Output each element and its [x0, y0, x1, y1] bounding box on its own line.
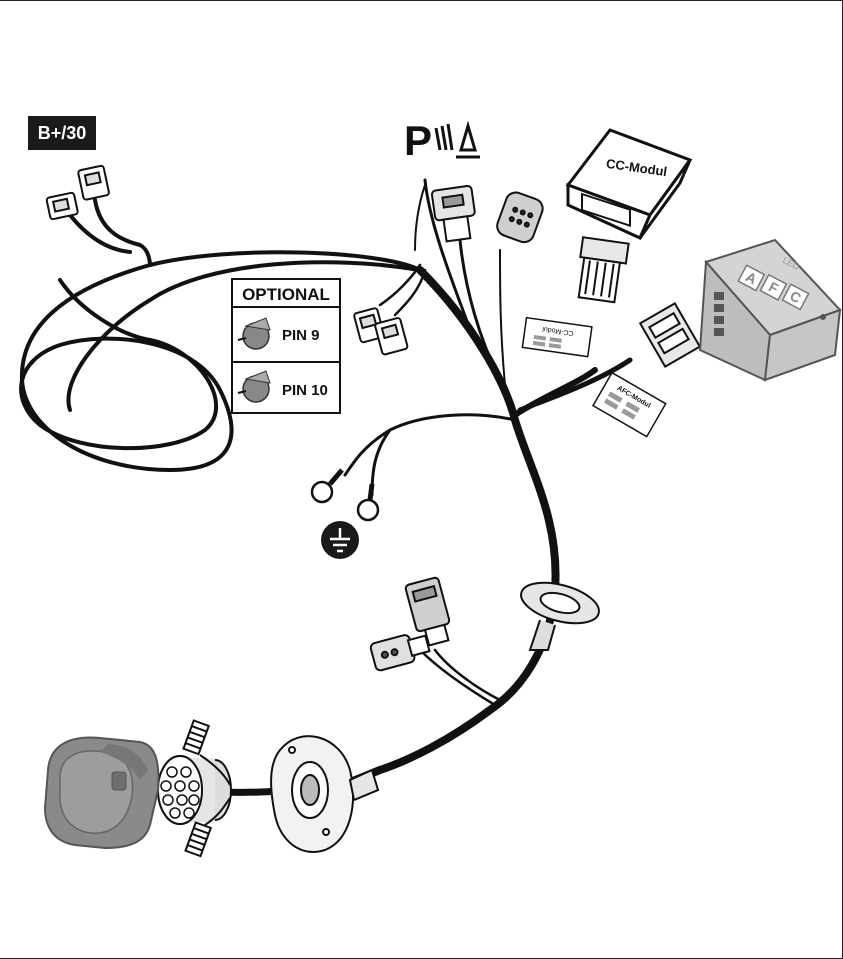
parking-sensor-icon: P	[404, 117, 480, 164]
cc-module-tag-text: CC-Modul	[542, 325, 575, 336]
optional-box: OPTIONAL PIN 9 PIN 10	[231, 278, 341, 414]
plug-insert	[157, 719, 232, 858]
pin10-label: PIN 10	[282, 382, 328, 399]
battery-cable-loops	[19, 198, 422, 473]
pin9-label: PIN 9	[282, 327, 320, 344]
cc-module: CC-Modul	[565, 128, 693, 241]
optional-pin-connectors	[353, 307, 409, 356]
battery-connectors	[45, 164, 110, 221]
optional-title: OPTIONAL	[242, 285, 330, 304]
afc-connector	[638, 301, 702, 369]
pin10-socket-icon	[237, 370, 271, 403]
cable-grommet	[520, 581, 600, 651]
battery-label-text: B+/30	[38, 123, 87, 143]
cc-connector	[577, 236, 630, 304]
afc-led-module: A F C LED	[698, 238, 842, 382]
battery-label: B+/30	[28, 116, 96, 150]
mounting-flange	[270, 735, 380, 853]
main-harness	[221, 178, 633, 796]
parking-connectors	[430, 184, 544, 244]
cc-module-tag: CC-Modul	[521, 316, 593, 358]
lower-connectors	[369, 576, 451, 672]
ground-icon	[321, 521, 359, 559]
pin9-socket-icon	[237, 317, 271, 350]
ground-ring-terminals	[310, 468, 380, 522]
afc-module-tag: AFC-Modul	[591, 371, 667, 438]
trailer-socket-icon	[43, 736, 160, 850]
parking-label: P	[404, 117, 432, 164]
